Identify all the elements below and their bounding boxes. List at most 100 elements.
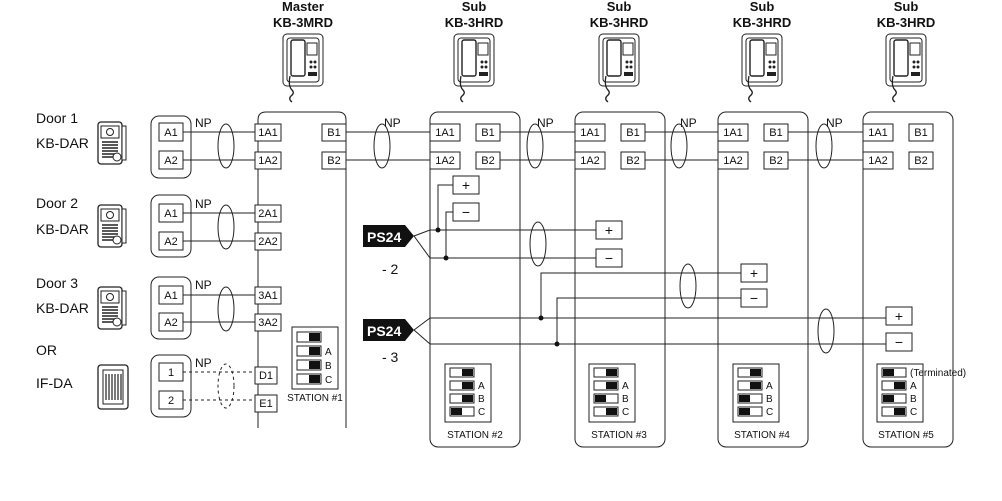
svg-text:−: − [605, 250, 613, 266]
power-terminals: + − + − + − + − [452, 175, 913, 352]
sub-monitor-icon [741, 33, 783, 103]
svg-text:NP: NP [680, 116, 697, 130]
sub-terminals-4: 1A1 1A2 B1 B2 [717, 123, 789, 170]
station-label: STATION #5 [878, 430, 934, 441]
svg-text:3A1: 3A1 [258, 290, 278, 302]
svg-text:2A2: 2A2 [258, 236, 278, 248]
dip-switch-2: A B C STATION #2 [444, 363, 503, 441]
terminal-a2: A2 [164, 155, 177, 167]
terminated-label: (Terminated) [910, 368, 966, 379]
door-wires [183, 123, 255, 409]
svg-text:1A2: 1A2 [868, 155, 888, 167]
svg-text:C: C [478, 407, 485, 418]
svg-text:NP: NP [384, 116, 401, 130]
svg-text:3A2: 3A2 [258, 317, 278, 329]
sub-panel-5 [862, 111, 954, 448]
door-unit-icon [97, 286, 127, 330]
sub-terminals-2: 1A1 1A2 B1 B2 [429, 123, 501, 170]
svg-text:B: B [766, 394, 773, 405]
svg-text:NP: NP [537, 116, 554, 130]
svg-text:C: C [325, 375, 332, 386]
door-terminals: A1 A2 A1 A2 A1 A2 1 2 [158, 122, 184, 410]
svg-text:D1: D1 [259, 370, 273, 382]
svg-text:B1: B1 [769, 127, 782, 139]
svg-text:C: C [910, 407, 917, 418]
svg-text:B: B [325, 361, 332, 372]
svg-text:−: − [750, 290, 758, 306]
svg-text:2A1: 2A1 [258, 208, 278, 220]
master-terminals: 1A1 1A2 2A1 2A2 3A1 3A2 D1 E1 B1 B2 [254, 123, 347, 413]
svg-text:+: + [605, 222, 613, 238]
master-monitor-icon [282, 33, 324, 103]
svg-text:C: C [622, 407, 629, 418]
station-label: STATION #4 [734, 430, 790, 441]
power-wires [413, 184, 886, 354]
door-name: Door 3 [36, 275, 78, 291]
sub-terminals-3: 1A1 1A2 B1 B2 [574, 123, 646, 170]
sub-monitor-icon [453, 33, 495, 103]
svg-text:A: A [766, 381, 773, 392]
sub-role: Sub [607, 0, 632, 14]
sub-role: Sub [462, 0, 487, 14]
svg-text:1A2: 1A2 [580, 155, 600, 167]
svg-text:B2: B2 [914, 155, 927, 167]
door-unit-icon [97, 121, 127, 165]
door-model: KB-DAR [36, 221, 89, 237]
sub-model: KB-3HRD [877, 15, 936, 30]
ps24-label: PS24 [367, 323, 401, 339]
svg-text:+: + [895, 308, 903, 324]
door-model: KB-DAR [36, 135, 89, 151]
dip-switch-3: A B C STATION #3 [588, 363, 647, 441]
svg-text:B: B [910, 394, 917, 405]
station-label: STATION #1 [287, 393, 343, 404]
sub-header-3: Sub KB-3HRD [590, 0, 649, 30]
door-model: KB-DAR [36, 300, 89, 316]
terminal-a2: A2 [164, 236, 177, 248]
svg-text:A: A [622, 381, 629, 392]
sub-header-2: Sub KB-3HRD [445, 0, 504, 30]
ps24-suffix: - 2 [382, 261, 399, 277]
terminal-a1: A1 [164, 208, 177, 220]
svg-text:1A2: 1A2 [258, 155, 278, 167]
svg-text:+: + [750, 265, 758, 281]
terminal-a1: A1 [164, 127, 177, 139]
or-label: OR [36, 342, 57, 358]
svg-text:1A1: 1A1 [723, 127, 743, 139]
svg-text:A: A [325, 347, 332, 358]
master-model: KB-3MRD [273, 15, 333, 30]
terminal-1: 1 [168, 367, 174, 379]
sub-model: KB-3HRD [445, 15, 504, 30]
svg-text:1A1: 1A1 [868, 127, 888, 139]
door-3: Door 3 KB-DAR [36, 275, 127, 330]
master-panel [257, 111, 347, 428]
station-label: STATION #2 [447, 430, 503, 441]
sub-header-5: Sub KB-3HRD [877, 0, 936, 30]
dip-switch-5: A B C (Terminated) STATION #5 [876, 363, 966, 441]
svg-text:B: B [622, 394, 629, 405]
svg-text:C: C [766, 407, 773, 418]
svg-text:B2: B2 [769, 155, 782, 167]
svg-text:B1: B1 [327, 127, 340, 139]
svg-text:B2: B2 [327, 155, 340, 167]
svg-text:−: − [462, 204, 470, 220]
svg-text:A: A [478, 381, 485, 392]
ps24-suffix: - 3 [382, 349, 399, 365]
svg-text:B1: B1 [914, 127, 927, 139]
terminal-a2: A2 [164, 317, 177, 329]
door-1: Door 1 KB-DAR [36, 110, 127, 165]
ps24-label: PS24 [367, 229, 401, 245]
np-labels: NP NP NP NP NP NP NP NP [195, 116, 843, 370]
terminal-a1: A1 [164, 290, 177, 302]
door-name: Door 1 [36, 110, 78, 126]
door-2: Door 2 KB-DAR [36, 195, 127, 248]
svg-text:+: + [462, 177, 470, 193]
svg-text:NP: NP [195, 197, 212, 211]
sub-panel-3 [574, 111, 666, 448]
svg-text:B1: B1 [481, 127, 494, 139]
ifda-icon [97, 364, 129, 410]
door-unit-icon [97, 204, 127, 248]
svg-text:1A1: 1A1 [258, 127, 278, 139]
svg-text:1A2: 1A2 [723, 155, 743, 167]
sub-role: Sub [894, 0, 919, 14]
